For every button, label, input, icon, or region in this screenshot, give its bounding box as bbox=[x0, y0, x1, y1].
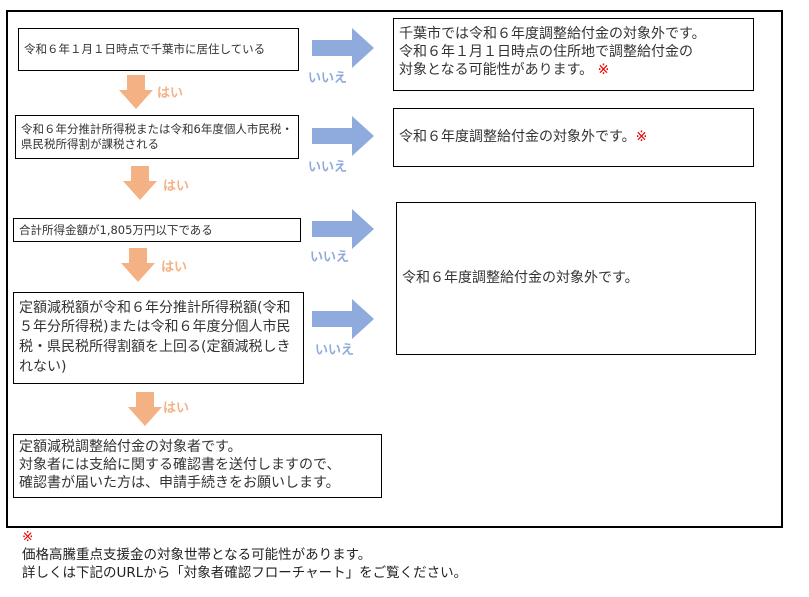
yes-label: はい bbox=[163, 179, 190, 194]
result-line: 対象となる可能性があります。 bbox=[399, 62, 594, 79]
footnote-line: 詳しくは下記のURLから「対象者確認フローチャート」をご覧ください。 bbox=[22, 565, 468, 582]
yes-label: はい bbox=[161, 260, 188, 275]
arrow-down-icon bbox=[121, 248, 155, 282]
result-line: 千葉市では令和６年度調整給付金の対象外です。 bbox=[399, 26, 706, 42]
flowchart-frame bbox=[6, 10, 783, 528]
result-line: 定額減税調整給付金の対象者です。 bbox=[19, 439, 242, 455]
yes-label: はい bbox=[157, 86, 184, 101]
condition-taxed: 令和６年分推計所得税または令和6年度個人市民税・県民税所得割が課税される bbox=[15, 115, 299, 159]
result-line: 令和６年１月１日時点の住所地で調整給付金の bbox=[399, 44, 693, 61]
condition-text: 令和６年１月１日時点で千葉市に居住している bbox=[24, 42, 266, 57]
result-not-eligible-3: 令和６年度調整給付金の対象外です。 bbox=[396, 202, 756, 355]
condition-text: 合計所得金額が1,805万円以下である bbox=[19, 222, 213, 237]
condition-income: 合計所得金額が1,805万円以下である bbox=[13, 218, 301, 242]
condition-text: 令和６年分推計所得税または令和6年度個人市民税・県民税所得割が課税される bbox=[21, 122, 293, 151]
result-line: 確認書が届いた方は、申請手続きをお願いします。 bbox=[19, 475, 340, 492]
result-not-eligible-2: 令和６年度調整給付金の対象外です。※ bbox=[393, 108, 754, 167]
no-label: いいえ bbox=[308, 160, 348, 175]
note-mark: ※ bbox=[635, 129, 648, 146]
result-line: 対象者には支給に関する確認書を送付しますので、 bbox=[19, 457, 341, 474]
arrow-down-icon bbox=[128, 392, 162, 426]
arrow-right-icon bbox=[312, 28, 374, 68]
result-line: 令和６年度調整給付金の対象外です。 bbox=[402, 270, 639, 287]
footnote-line: 価格高騰重点支援金の対象世帯となる可能性があります。 bbox=[22, 547, 372, 564]
arrow-right-icon bbox=[312, 209, 374, 249]
yes-label: はい bbox=[163, 401, 190, 416]
result-line: 令和６年度調整給付金の対象外です。 bbox=[399, 129, 636, 146]
no-label: いいえ bbox=[315, 343, 355, 358]
arrow-down-icon bbox=[119, 75, 153, 109]
arrow-down-icon bbox=[123, 166, 157, 200]
condition-deduction: 定額減税額が令和６年分推計所得税額(令和５年分所得税)または令和６年度分個人市民… bbox=[13, 292, 304, 384]
condition-residency: 令和６年１月１日時点で千葉市に居住している bbox=[18, 28, 299, 71]
result-eligible: 定額減税調整給付金の対象者です。 対象者には支給に関する確認書を送付しますので、… bbox=[13, 434, 382, 498]
note-mark: ※ bbox=[22, 529, 34, 545]
footnote: ※ 価格高騰重点支援金の対象世帯となる可能性があります。 詳しくは下記のURLか… bbox=[22, 528, 467, 583]
result-not-eligible-1: 千葉市では令和６年度調整給付金の対象外です。 令和６年１月１日時点の住所地で調整… bbox=[393, 18, 754, 91]
no-label: いいえ bbox=[310, 250, 350, 265]
no-label: いいえ bbox=[308, 71, 348, 86]
condition-text: 定額減税額が令和６年分推計所得税額(令和５年分所得税)または令和６年度分個人市民… bbox=[19, 299, 291, 375]
arrow-right-icon bbox=[312, 116, 374, 156]
arrow-right-icon bbox=[312, 299, 374, 339]
note-mark: ※ bbox=[597, 62, 610, 79]
